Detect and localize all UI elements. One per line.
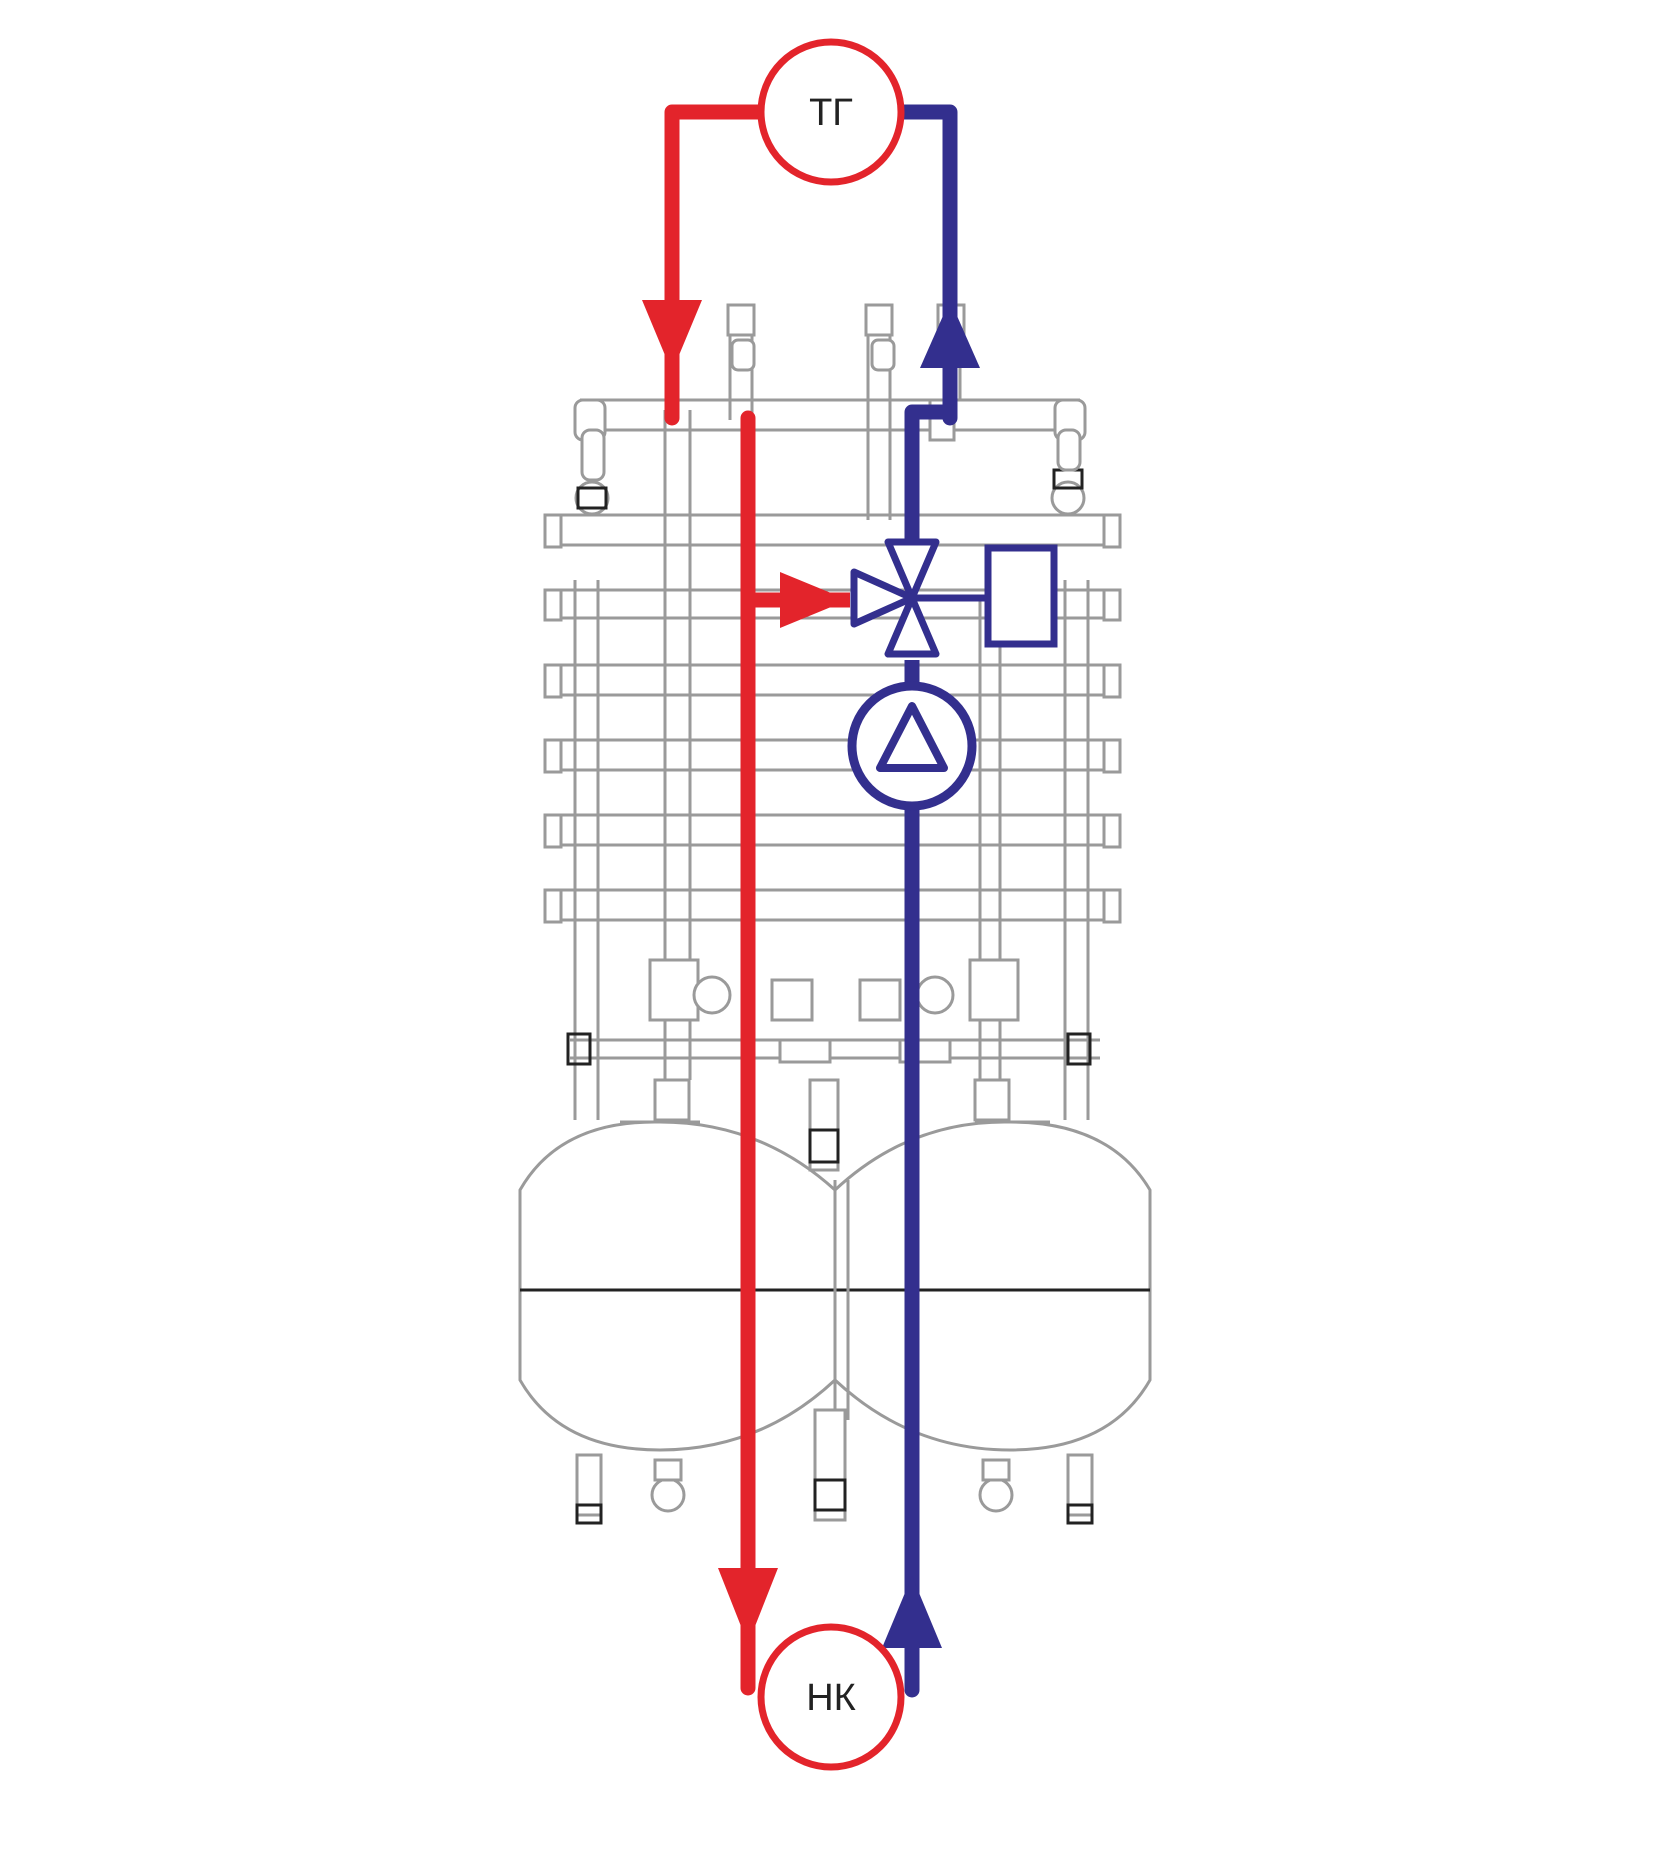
flanges-left (543, 513, 563, 924)
flow-arrow-icon (780, 572, 848, 628)
flow-arrow-icon (642, 300, 702, 372)
cold-return-line (847, 104, 1058, 1698)
cold-pipe-top (894, 104, 958, 426)
three-way-valve-icon (850, 538, 940, 658)
lower-valve-cluster (566, 958, 1100, 1172)
bottom-fittings (575, 1408, 1094, 1525)
flanges-right (1102, 513, 1122, 924)
flow-arrow-icon (718, 1568, 778, 1644)
flow-arrow-icon (920, 300, 980, 368)
node-bottom-label: НК (806, 1677, 856, 1719)
actuator-icon (984, 544, 1058, 648)
flow-arrow-icon (882, 1576, 942, 1648)
equipment-drawing (518, 303, 1152, 1525)
node-top-label: ТГ (809, 92, 853, 134)
node-bottom: НК (757, 1623, 905, 1771)
node-top: ТГ (757, 38, 905, 186)
hot-supply-line (642, 104, 850, 1696)
cold-pipe-jog (904, 404, 958, 540)
circulation-pump-icon (847, 681, 977, 811)
expansion-tanks (518, 1120, 1152, 1452)
hot-pipe-top (664, 104, 768, 426)
